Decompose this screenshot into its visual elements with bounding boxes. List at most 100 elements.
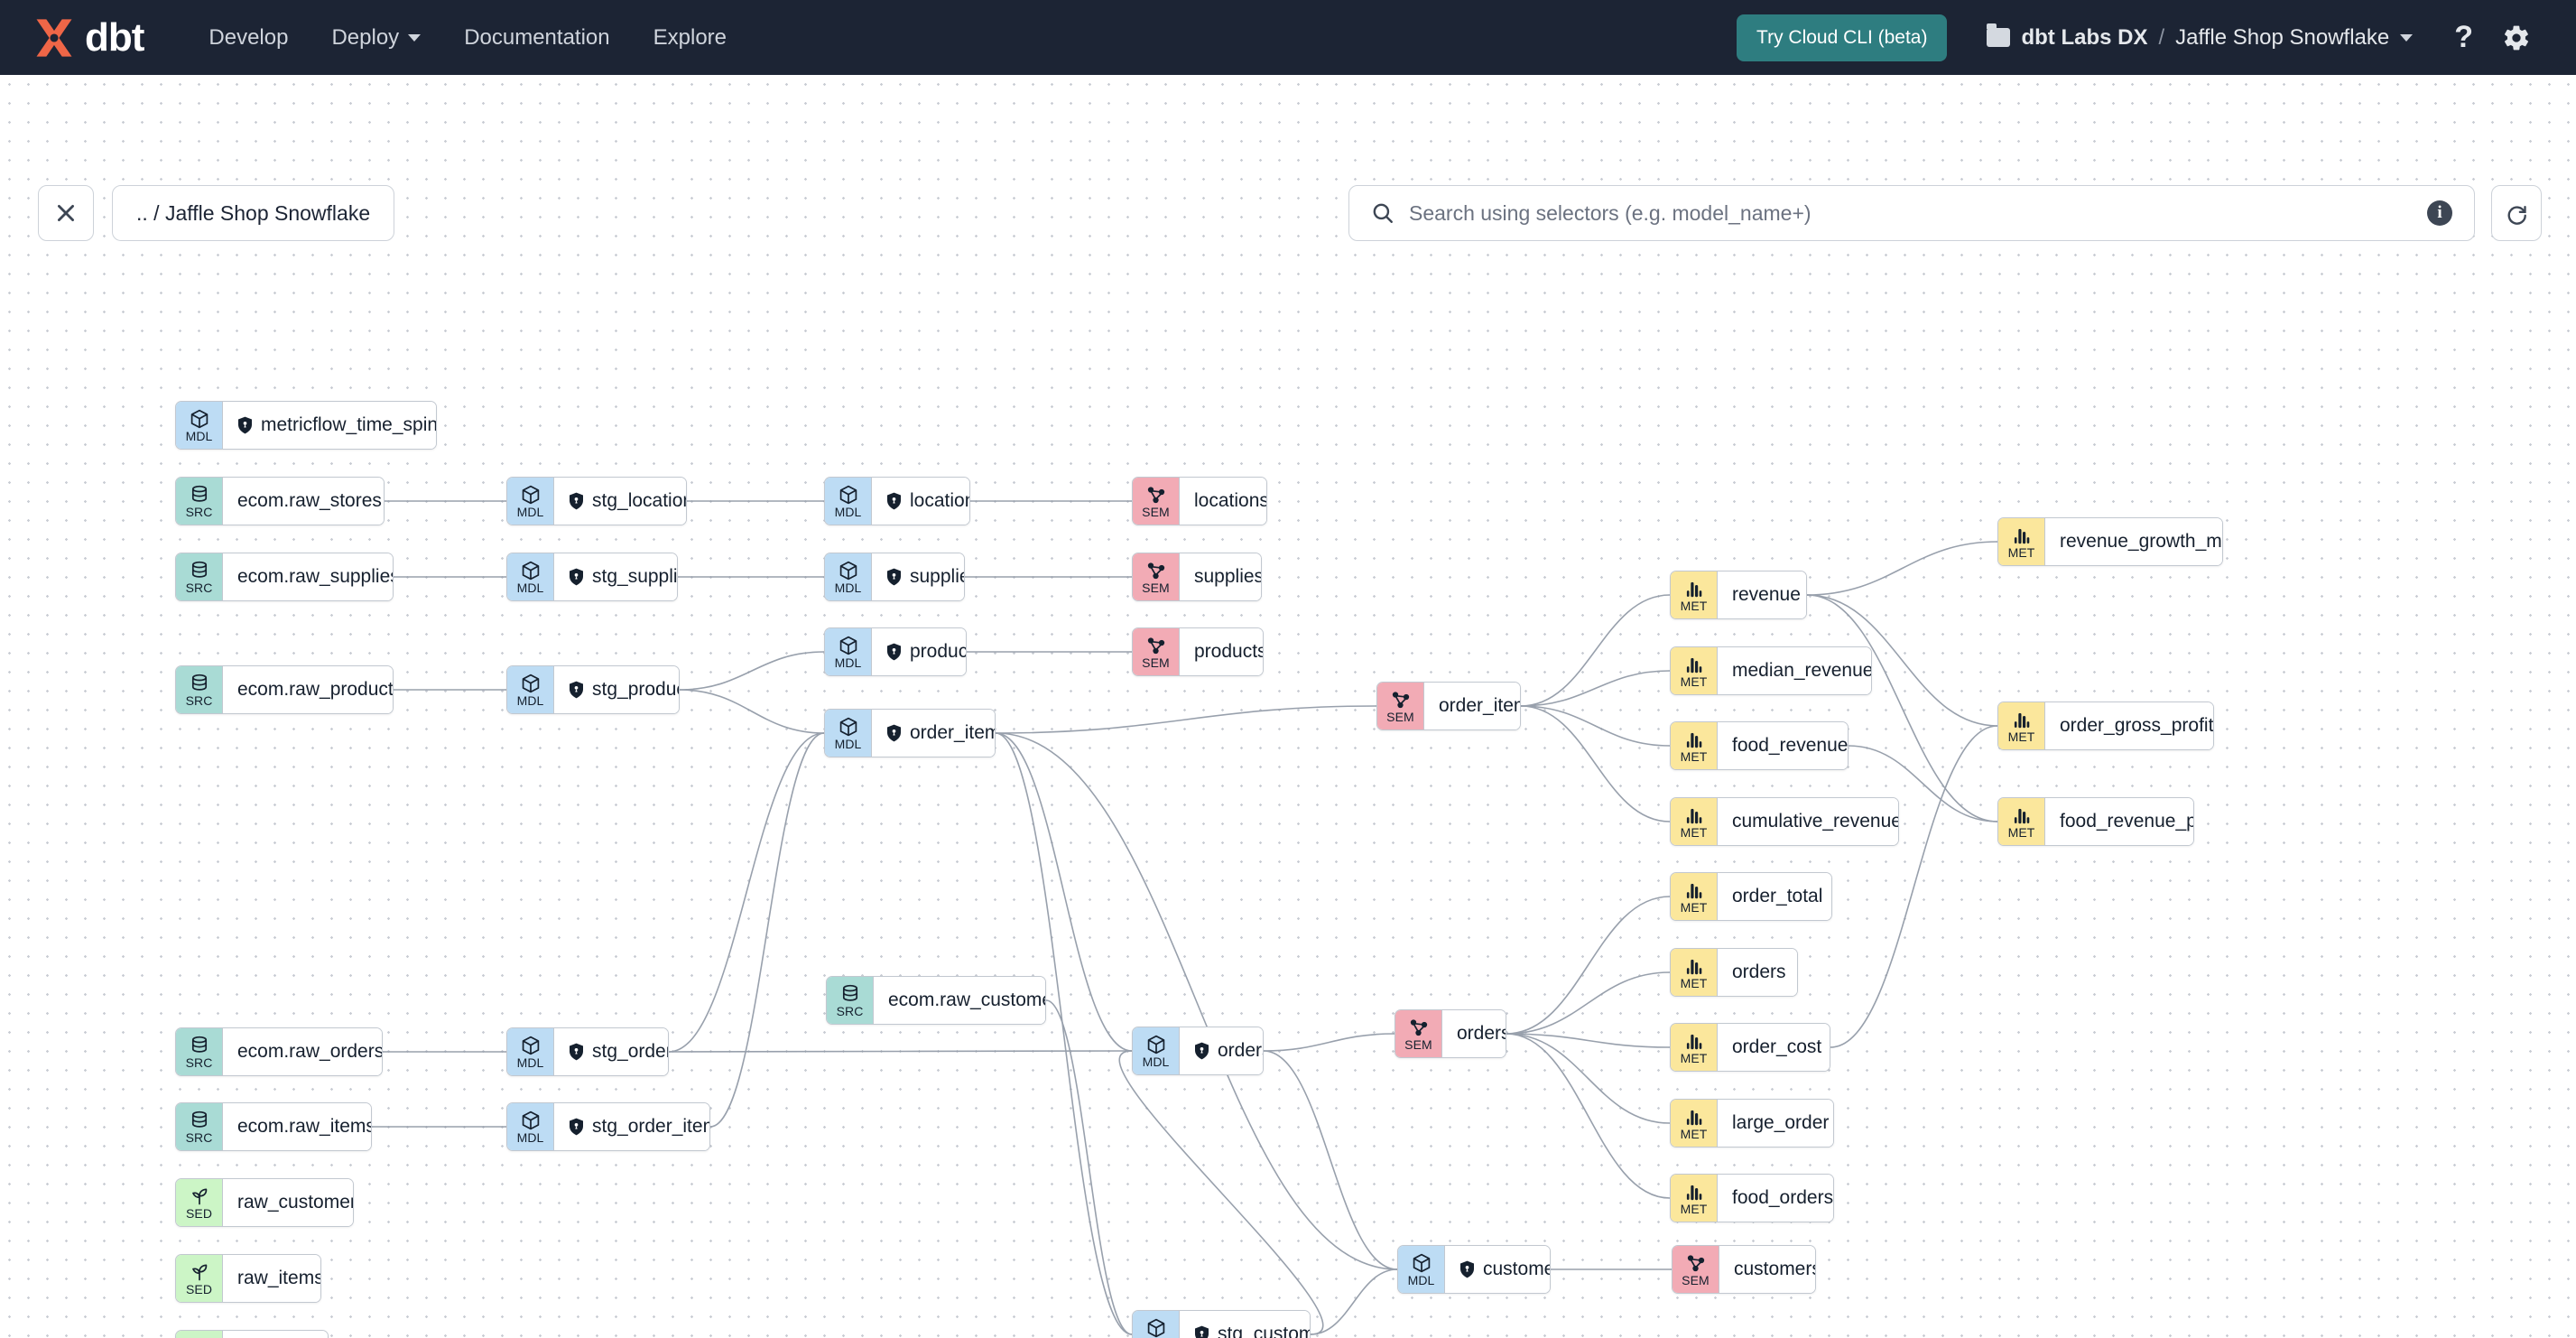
node-label: ecom.raw_orders <box>237 1041 383 1062</box>
search-input[interactable] <box>1409 200 2413 226</box>
account-project-breadcrumb[interactable]: dbt Labs DX / Jaffle Shop Snowflake <box>1987 23 2414 51</box>
node-type-label: MDL <box>834 655 862 670</box>
node-type-icon <box>838 634 859 656</box>
top-navigation-bar: dbt Develop Deploy Documentation Explore… <box>0 0 2576 75</box>
graph-node-met_orders[interactable]: MET orders <box>1670 948 1798 997</box>
node-type-label: MET <box>1680 1127 1708 1141</box>
node-type-badge-mdl: MDL <box>507 553 554 600</box>
graph-node-mdl_supplies[interactable]: MDLsupplies <box>824 553 965 601</box>
try-cloud-cli-button[interactable]: Try Cloud CLI (beta) <box>1737 14 1948 61</box>
node-type-label: MDL <box>834 581 862 595</box>
node-body: ecom.raw_customers <box>874 977 1045 1024</box>
node-type-label: SEM <box>1142 505 1170 519</box>
node-type-icon <box>520 672 542 694</box>
governed-shield-icon <box>887 492 901 510</box>
node-type-label: MET <box>1680 749 1708 764</box>
node-type-icon <box>1683 1105 1705 1128</box>
node-label: orders <box>1732 962 1786 982</box>
governed-shield-icon <box>887 724 901 742</box>
lineage-canvas[interactable]: .. / Jaffle Shop Snowflake i MDLmetricfl… <box>0 75 2576 1338</box>
node-label: customers <box>1483 1259 1550 1279</box>
graph-toolbar: .. / Jaffle Shop Snowflake i <box>0 75 2576 241</box>
info-icon[interactable]: i <box>2427 200 2452 226</box>
graph-node-met_food_revenue[interactable]: MET food_revenue <box>1670 721 1849 770</box>
close-icon-svg <box>58 205 74 221</box>
node-type-label: MDL <box>516 581 544 595</box>
node-type-icon <box>1683 577 1705 599</box>
lineage-edge <box>1045 999 1133 1335</box>
graph-node-mdl_products[interactable]: MDLproducts <box>824 627 967 676</box>
node-type-badge-src: SRC <box>176 478 223 525</box>
breadcrumb-chip[interactable]: .. / Jaffle Shop Snowflake <box>112 185 395 241</box>
help-icon[interactable]: ? <box>2454 20 2473 54</box>
refresh-icon-svg <box>2507 205 2526 225</box>
close-icon[interactable] <box>38 185 94 241</box>
lineage-edge <box>709 732 825 1128</box>
node-body: food_revenue <box>1718 722 1848 769</box>
nav-link-develop[interactable]: Develop <box>187 0 310 75</box>
node-type-icon <box>189 1109 210 1131</box>
dbt-logo[interactable]: dbt <box>31 14 144 61</box>
node-type-icon <box>2011 804 2033 826</box>
node-label: stg_supplies <box>592 566 678 587</box>
search-bar[interactable]: i <box>1348 185 2475 241</box>
cube-icon <box>522 1110 539 1130</box>
graph-node-mdl_customers[interactable]: MDL customers <box>1397 1245 1551 1294</box>
cube-icon <box>1147 1318 1164 1338</box>
gear-icon[interactable] <box>2488 23 2545 52</box>
node-type-badge-met: MET <box>1671 949 1718 996</box>
database-icon <box>191 1036 207 1053</box>
nav-link-deploy[interactable]: Deploy <box>310 0 442 75</box>
node-type-badge-mdl: MDL <box>1398 1246 1445 1293</box>
cube-icon <box>839 717 857 737</box>
dbt-wordmark: dbt <box>85 14 144 60</box>
node-label: metricflow_time_spine <box>261 414 437 435</box>
node-type-icon <box>1683 1029 1705 1052</box>
nav-link-documentation[interactable]: Documentation <box>442 0 631 75</box>
nav-link-explore[interactable]: Explore <box>632 0 748 75</box>
node-type-badge-src: SRC <box>176 666 223 713</box>
project-chevron-down-icon[interactable] <box>2400 33 2414 42</box>
node-type-label: MDL <box>1142 1055 1170 1069</box>
node-type-badge-sem: SEM <box>1133 553 1180 600</box>
node-type-badge-mdl: MDL <box>1133 1311 1180 1338</box>
semantic-graph-icon <box>1687 1255 1704 1272</box>
refresh-icon[interactable] <box>2491 185 2542 241</box>
graph-node-stg_supplies[interactable]: MDL stg_supplies <box>506 553 678 601</box>
node-body: order_cost <box>1718 1024 1830 1071</box>
graph-node-mdl_locations[interactable]: MDLlocations <box>824 477 970 525</box>
